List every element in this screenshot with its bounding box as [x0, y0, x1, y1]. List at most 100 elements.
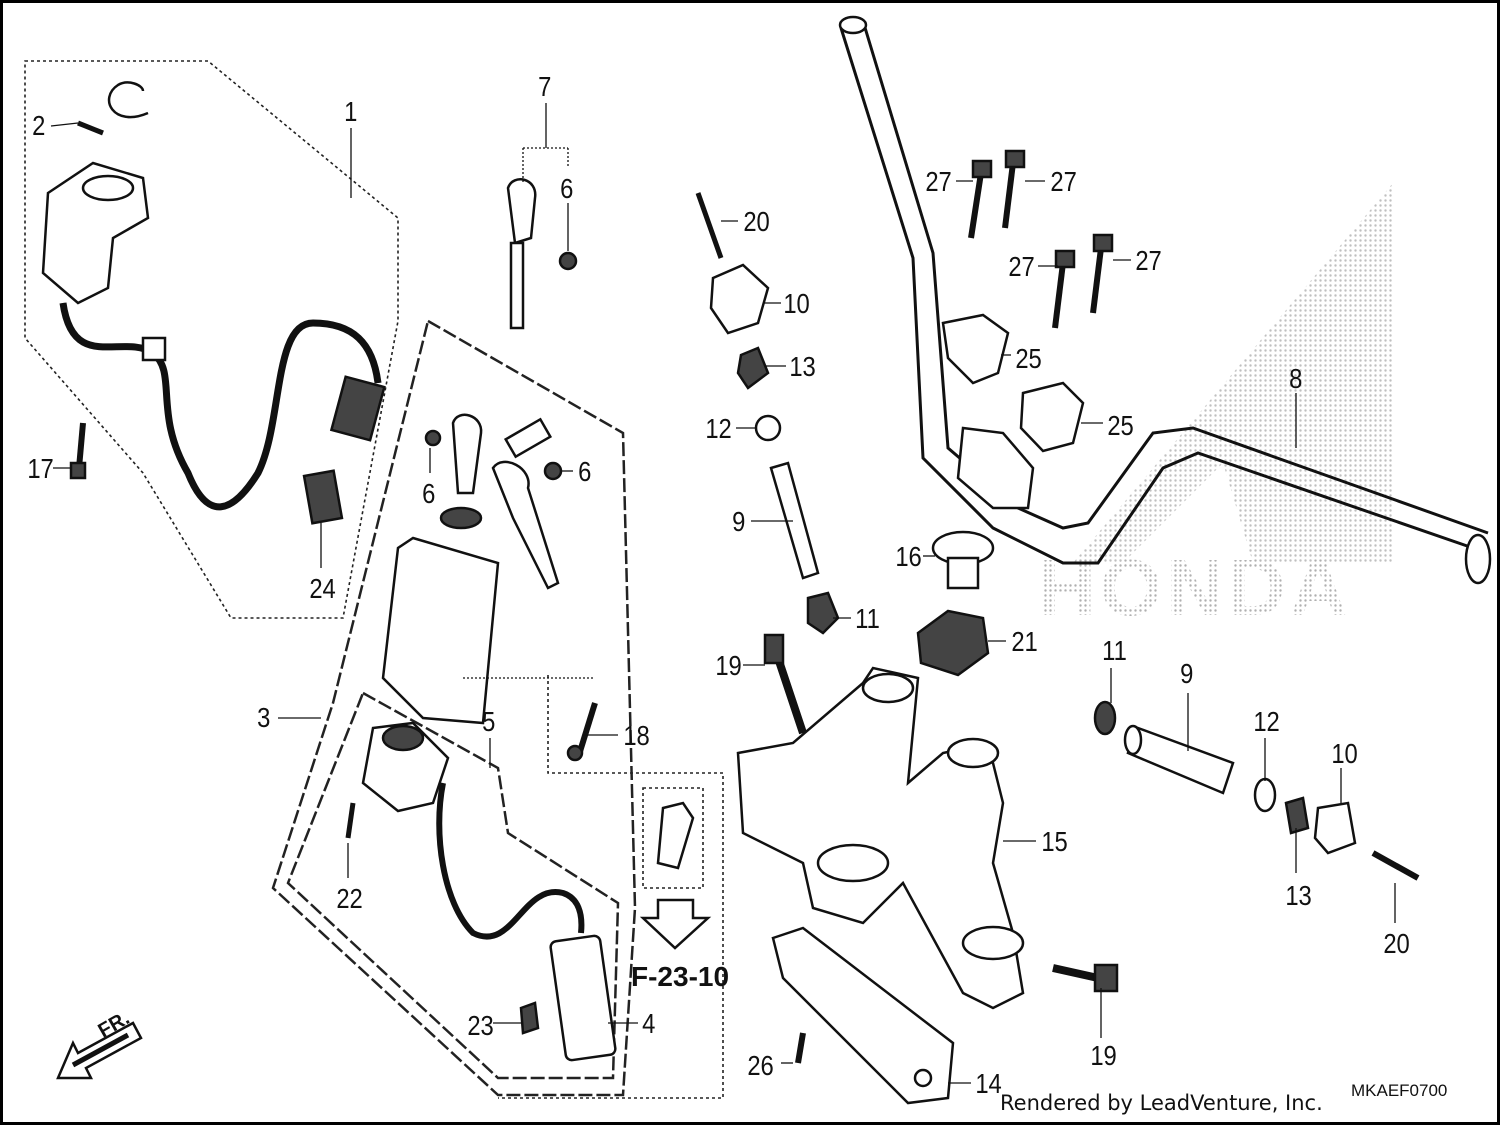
part-handlebar-lower-holder — [956, 426, 1035, 510]
part-17-screw — [69, 422, 87, 480]
callout-20-b: 20 — [1383, 927, 1409, 959]
credit-text: Rendered by LeadVenture, Inc. — [1000, 1091, 1323, 1115]
part-5-lock — [361, 721, 585, 940]
part-11-nut — [806, 591, 840, 635]
part-22-screw — [345, 802, 356, 839]
front-arrow-icon — [56, 1021, 143, 1080]
callout-11-b: 11 — [1102, 634, 1127, 666]
part-15-stem-bore — [816, 843, 890, 883]
callout-2: 2 — [32, 109, 45, 141]
callout-19-a: 19 — [715, 649, 741, 681]
callout-4: 4 — [642, 1007, 655, 1039]
part-11-nut-right — [1093, 700, 1117, 736]
part-20-screw — [695, 192, 724, 259]
part-14-mount-hole — [913, 1068, 933, 1088]
callout-22: 22 — [336, 882, 362, 914]
group-outline-5 — [286, 691, 620, 1080]
callout-numbers: 1 2 3 4 5 6 6 6 7 8 9 9 10 10 11 11 12 1… — [27, 70, 1409, 1099]
part-10-weight-right — [1313, 801, 1357, 855]
part-7-key — [506, 178, 537, 330]
callout-1: 1 — [344, 95, 357, 127]
callout-6-b: 6 — [422, 477, 435, 509]
part-25-holder-upper-b — [1019, 381, 1085, 453]
reference-label: F-23-10 — [631, 961, 729, 992]
part-2-pin — [77, 120, 104, 136]
group-outline-1 — [24, 60, 399, 619]
callout-16: 16 — [895, 540, 921, 572]
part-8-handlebar — [838, 15, 1492, 585]
callout-6-c: 6 — [578, 455, 591, 487]
callout-10-a: 10 — [783, 287, 809, 319]
callout-14: 14 — [975, 1067, 1001, 1099]
part-16-cap — [931, 530, 995, 590]
callout-13-a: 13 — [789, 350, 815, 382]
callout-7: 7 — [538, 70, 551, 102]
callout-13-b: 13 — [1285, 879, 1311, 911]
callout-8: 8 — [1289, 362, 1302, 394]
part-3-ignition — [381, 413, 560, 725]
callout-26: 26 — [747, 1049, 773, 1081]
callout-27-a: 27 — [925, 165, 951, 197]
callout-9-b: 9 — [1180, 657, 1193, 689]
callout-18: 18 — [623, 719, 649, 751]
part-1-switch — [41, 161, 386, 511]
part-6-washer — [558, 251, 578, 271]
callout-17: 17 — [27, 452, 53, 484]
part-13-nut-right — [1284, 796, 1310, 835]
callout-23: 23 — [467, 1009, 493, 1041]
part-circlip — [107, 81, 149, 119]
callout-27-b: 27 — [1050, 165, 1076, 197]
callout-12-a: 12 — [705, 412, 731, 444]
callout-12-b: 12 — [1253, 705, 1279, 737]
part-23-clip — [519, 1001, 540, 1035]
callout-6-a: 6 — [560, 172, 573, 204]
brand-watermark: HONDA — [1038, 543, 1351, 632]
diagram-code: MKAEF0700 — [1351, 1081, 1447, 1100]
reference-inset — [642, 787, 704, 889]
callout-25-b: 25 — [1107, 409, 1133, 441]
callout-20-a: 20 — [743, 205, 769, 237]
part-6-washer-b — [424, 429, 442, 447]
leader-lines — [50, 103, 1396, 1084]
callout-21: 21 — [1011, 625, 1037, 657]
part-15-fork-bore-right — [946, 737, 1000, 769]
part-12-washer — [754, 414, 782, 442]
callout-27-c: 27 — [1008, 250, 1034, 282]
callout-9-a: 9 — [732, 505, 745, 537]
parts-diagram: HONDA — [24, 15, 1492, 1105]
callout-5: 5 — [482, 705, 495, 737]
callout-3: 3 — [257, 701, 270, 733]
reference-inset-part — [656, 801, 695, 870]
part-15-clamp-bore — [961, 925, 1025, 961]
part-24-connector — [302, 469, 344, 525]
callout-19-b: 19 — [1090, 1039, 1116, 1071]
part-27-bolts — [968, 149, 1114, 329]
part-15-fork-bore-left — [861, 672, 915, 704]
part-10-weight — [709, 263, 770, 335]
honda-wing-watermark — [1073, 183, 1393, 563]
callout-24: 24 — [309, 572, 335, 604]
part-25-holder-upper — [941, 313, 1010, 385]
part-19-bolt-upper — [763, 633, 807, 735]
part-26-screw — [795, 1032, 806, 1064]
part-6-washer-c — [543, 461, 563, 481]
part-21-nut — [916, 609, 990, 677]
callout-25-a: 25 — [1015, 342, 1041, 374]
part-13-nut — [736, 346, 770, 390]
part-20-screw-right — [1371, 850, 1420, 881]
part-4-module — [549, 934, 617, 1062]
part-19-bolt-lower — [1052, 963, 1119, 993]
part-9-rod-right-end — [1123, 724, 1143, 756]
callout-11-a: 11 — [855, 602, 880, 634]
part-12-washer-right — [1253, 777, 1277, 813]
part-18-screw — [566, 702, 598, 762]
part-9-rod — [769, 461, 820, 580]
reference-leader — [498, 675, 724, 1099]
callout-27-d: 27 — [1135, 244, 1161, 276]
down-arrow-icon — [639, 898, 712, 950]
callout-10-b: 10 — [1331, 737, 1357, 769]
callout-15: 15 — [1041, 825, 1067, 857]
part-9-rod-right — [1126, 726, 1235, 795]
group-outline-3 — [271, 319, 637, 1097]
